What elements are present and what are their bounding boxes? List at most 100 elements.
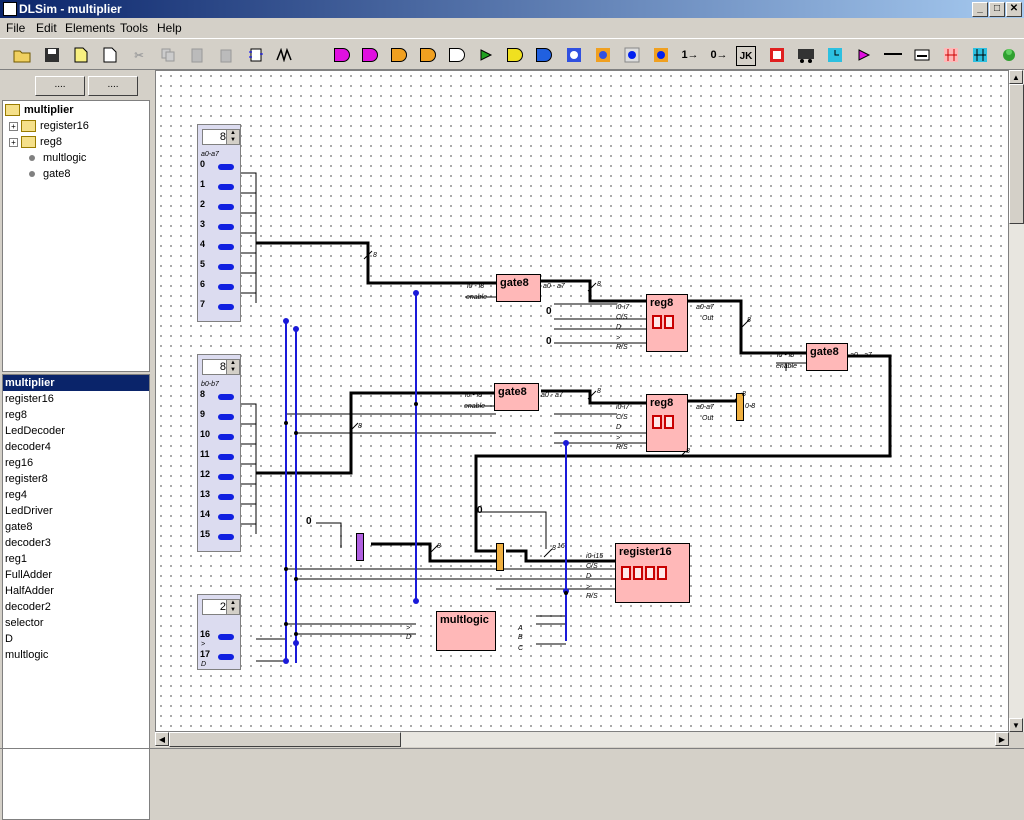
splitter-icon[interactable] xyxy=(939,43,963,67)
input-bit-6[interactable]: 6 xyxy=(200,279,238,295)
register-icon[interactable] xyxy=(765,43,789,67)
output-icon[interactable] xyxy=(649,43,673,67)
input-bit-17[interactable]: 17 xyxy=(200,649,238,665)
tree-item-gate8[interactable]: gate8 xyxy=(29,167,71,181)
input-bit-7[interactable]: 7 xyxy=(200,299,238,315)
input-bit-14[interactable]: 14 xyxy=(200,509,238,525)
tree-item-register16[interactable]: +register16 xyxy=(9,119,89,133)
input-bit-10[interactable]: 10 xyxy=(200,429,238,445)
input-bit-5[interactable]: 5 xyxy=(200,259,238,275)
component-list-item[interactable]: register16 xyxy=(5,393,54,405)
scroll-up-icon[interactable]: ▲ xyxy=(1009,70,1023,84)
and-gate-icon[interactable] xyxy=(330,43,354,67)
input-bit-13[interactable]: 13 xyxy=(200,489,238,505)
xnor-gate-icon[interactable] xyxy=(532,43,556,67)
input-icon[interactable] xyxy=(620,43,644,67)
spin-arrows-icon[interactable]: ▲▼ xyxy=(226,130,239,144)
vertical-scrollbar[interactable]: ▲ ▼ xyxy=(1009,70,1024,732)
constant-purple[interactable]: 0 xyxy=(306,516,312,527)
probe-icon[interactable] xyxy=(852,43,876,67)
component-list-item[interactable]: multlogic xyxy=(5,649,49,661)
buffer-icon[interactable] xyxy=(474,43,498,67)
new-page-icon[interactable] xyxy=(98,43,122,67)
input-bit-16[interactable]: 16 xyxy=(200,629,238,645)
xor-gate-icon[interactable] xyxy=(445,43,469,67)
input-bit-8[interactable]: 8 xyxy=(200,389,238,405)
gate8-right[interactable]: gate8 xyxy=(806,343,848,371)
line-icon[interactable] xyxy=(881,43,905,67)
horizontal-scroll-thumb[interactable] xyxy=(169,732,401,747)
switch-icon[interactable] xyxy=(562,43,586,67)
menu-help[interactable]: Help xyxy=(157,21,182,35)
reg8-top[interactable]: reg8 xyxy=(646,294,688,352)
splitter-purple[interactable] xyxy=(356,533,364,561)
maximize-button[interactable]: □ xyxy=(989,2,1005,17)
component-list-item[interactable]: reg8 xyxy=(5,409,28,421)
paste-icon[interactable] xyxy=(185,43,209,67)
constant-cs-top[interactable]: 0 xyxy=(546,306,552,317)
spin-arrows-icon[interactable]: ▲▼ xyxy=(226,600,239,614)
input-bit-2[interactable]: 2 xyxy=(200,199,238,215)
vertical-scroll-thumb[interactable] xyxy=(1009,84,1024,224)
component-list-item[interactable]: decoder3 xyxy=(5,537,51,549)
input-bit-11[interactable]: 11 xyxy=(200,449,238,465)
component-list-item[interactable]: multiplier xyxy=(3,375,149,391)
component-list-item[interactable]: LedDecoder xyxy=(5,425,65,437)
input-bit-4[interactable]: 4 xyxy=(200,239,238,255)
bit-count-spinner-a[interactable]: 8▲▼ xyxy=(202,129,240,145)
nand-gate-icon[interactable] xyxy=(358,43,382,67)
save-icon[interactable] xyxy=(40,43,64,67)
circuit-canvas[interactable]: 8▲▼ a0-a7 0 1 2 3 4 5 6 7 8▲▼ b0-b7 8 9 … xyxy=(155,70,1009,732)
minimize-button[interactable]: _ xyxy=(972,2,988,17)
menu-edit[interactable]: Edit xyxy=(36,21,57,35)
multlogic[interactable]: multlogic xyxy=(436,611,496,651)
component-list-item[interactable]: decoder4 xyxy=(5,441,51,453)
component-list-item[interactable]: LedDriver xyxy=(5,505,53,517)
new-icon[interactable] xyxy=(69,43,93,67)
input-bit-0[interactable]: 0 xyxy=(200,159,238,175)
expand-icon[interactable]: + xyxy=(9,137,18,147)
constant-rs-top[interactable]: 0 xyxy=(546,336,552,347)
jk-flipflop-icon[interactable]: JK xyxy=(736,46,756,66)
bus-icon[interactable] xyxy=(794,43,818,67)
input-bit-1[interactable]: 1 xyxy=(200,179,238,195)
constant-zero-icon[interactable]: 0→ xyxy=(710,49,728,61)
led-icon[interactable] xyxy=(591,43,615,67)
component-list-item[interactable]: register8 xyxy=(5,473,48,485)
bit-count-spinner-b[interactable]: 8▲▼ xyxy=(202,359,240,375)
bit-count-spinner-c[interactable]: 2▲▼ xyxy=(202,599,240,615)
spin-arrows-icon[interactable]: ▲▼ xyxy=(226,360,239,374)
component-list-item[interactable]: HalfAdder xyxy=(5,585,54,597)
component-list-item[interactable]: D xyxy=(5,633,13,645)
component-list-item[interactable]: selector xyxy=(5,617,44,629)
input-bit-15[interactable]: 15 xyxy=(200,529,238,545)
scroll-left-icon[interactable]: ◀ xyxy=(155,732,169,746)
constant-one-icon[interactable]: 1→ xyxy=(681,49,699,61)
tree-item-reg8[interactable]: +reg8 xyxy=(9,135,62,149)
expand-icon[interactable]: + xyxy=(9,121,18,131)
joiner-right[interactable] xyxy=(736,393,744,421)
nor-gate-icon[interactable] xyxy=(416,43,440,67)
joiner-icon[interactable] xyxy=(968,43,992,67)
close-button[interactable]: ✕ xyxy=(1006,2,1022,17)
run-icon[interactable] xyxy=(997,43,1021,67)
menu-tools[interactable]: Tools xyxy=(120,21,149,35)
tree-item-root[interactable]: multiplier xyxy=(5,103,74,117)
constant-orange[interactable]: 0 xyxy=(477,505,483,516)
cut-icon[interactable]: ✂ xyxy=(134,49,144,62)
component-list-item[interactable]: FullAdder xyxy=(5,569,53,581)
tree-item-multlogic[interactable]: multlogic xyxy=(29,151,86,165)
gate8-top[interactable]: gate8 xyxy=(496,274,541,302)
menu-file[interactable]: File xyxy=(6,21,26,35)
component-list-item[interactable]: decoder2 xyxy=(5,601,51,613)
component-list-item[interactable]: reg1 xyxy=(5,553,28,565)
register16[interactable]: register16 xyxy=(615,543,690,603)
input-bit-9[interactable]: 9 xyxy=(200,409,238,425)
menu-elements[interactable]: Elements xyxy=(65,21,116,35)
reg8-mid[interactable]: reg8 xyxy=(646,394,688,452)
input-bit-3[interactable]: 3 xyxy=(200,219,238,235)
left-button-1[interactable]: .... xyxy=(35,76,85,96)
scroll-down-icon[interactable]: ▼ xyxy=(1009,718,1023,732)
open-icon[interactable] xyxy=(10,43,34,67)
component-list-item[interactable]: gate8 xyxy=(5,521,33,533)
